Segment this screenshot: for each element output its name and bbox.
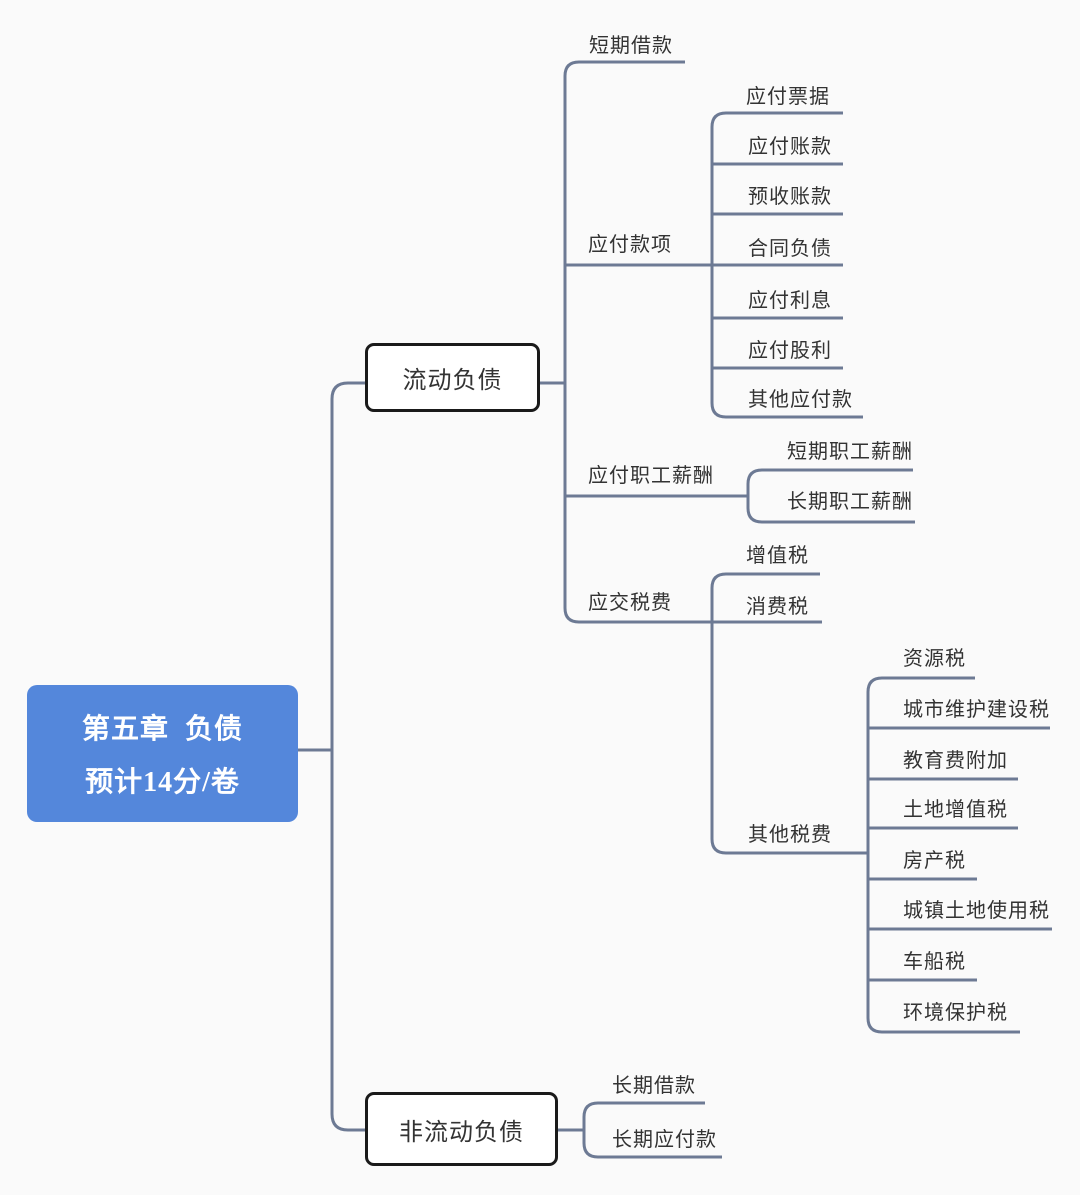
node-accounts-payable[interactable]: 应付账款 [748,136,832,158]
node-advances-received[interactable]: 预收账款 [748,186,832,208]
connector-other-taxes-spine [866,676,1020,1034]
node-noncurrent-liabilities[interactable]: 非流动负债 [365,1092,558,1166]
connector-taxes-spine [710,572,868,855]
node-vat[interactable]: 增值税 [746,545,809,567]
node-short-term-payroll[interactable]: 短期职工薪酬 [787,441,913,463]
node-consumption-tax[interactable]: 消费税 [746,596,809,618]
node-notes-payable[interactable]: 应付票据 [746,86,830,108]
node-other-taxes[interactable]: 其他税费 [748,824,832,846]
node-education-surcharge[interactable]: 教育费附加 [903,750,1008,772]
node-environmental-tax[interactable]: 环境保护税 [903,1002,1008,1024]
connector-payroll-spine [746,468,915,524]
node-long-term-payables[interactable]: 长期应付款 [612,1129,717,1151]
root-subtitle: 预计14分/卷 [85,767,240,798]
connector-main-spine [330,381,365,1132]
connector-current-spine [563,60,822,624]
node-vehicle-vessel-tax[interactable]: 车船税 [903,951,966,973]
node-short-term-borrowings[interactable]: 短期借款 [589,35,673,57]
node-current-liabilities[interactable]: 流动负债 [365,343,540,412]
node-land-appreciation-tax[interactable]: 土地增值税 [903,799,1008,821]
node-other-payables[interactable]: 其他应付款 [748,389,853,411]
node-employee-payroll[interactable]: 应付职工薪酬 [588,465,714,487]
node-resource-tax[interactable]: 资源税 [903,648,966,670]
node-property-tax[interactable]: 房产税 [903,850,966,872]
root-node[interactable]: 第五章 负债 预计14分/卷 [27,685,298,822]
node-noncurrent-liabilities-label: 非流动负债 [399,1119,524,1146]
connector-payables-spine [710,111,863,419]
node-long-term-borrowings[interactable]: 长期借款 [612,1075,696,1097]
root-title: 第五章 负债 [81,714,243,745]
connector-noncurrent-spine [582,1101,722,1159]
node-contract-liability[interactable]: 合同负债 [748,238,832,260]
node-urban-land-use-tax[interactable]: 城镇土地使用税 [903,900,1050,922]
node-payables[interactable]: 应付款项 [588,234,672,256]
node-interest-payable[interactable]: 应付利息 [748,290,832,312]
node-long-term-payroll[interactable]: 长期职工薪酬 [787,491,913,513]
node-dividends-payable[interactable]: 应付股利 [748,340,832,362]
node-urban-maintenance-tax[interactable]: 城市维护建设税 [903,699,1050,721]
node-current-liabilities-label: 流动负债 [402,368,503,394]
node-taxes-payable[interactable]: 应交税费 [588,592,672,614]
